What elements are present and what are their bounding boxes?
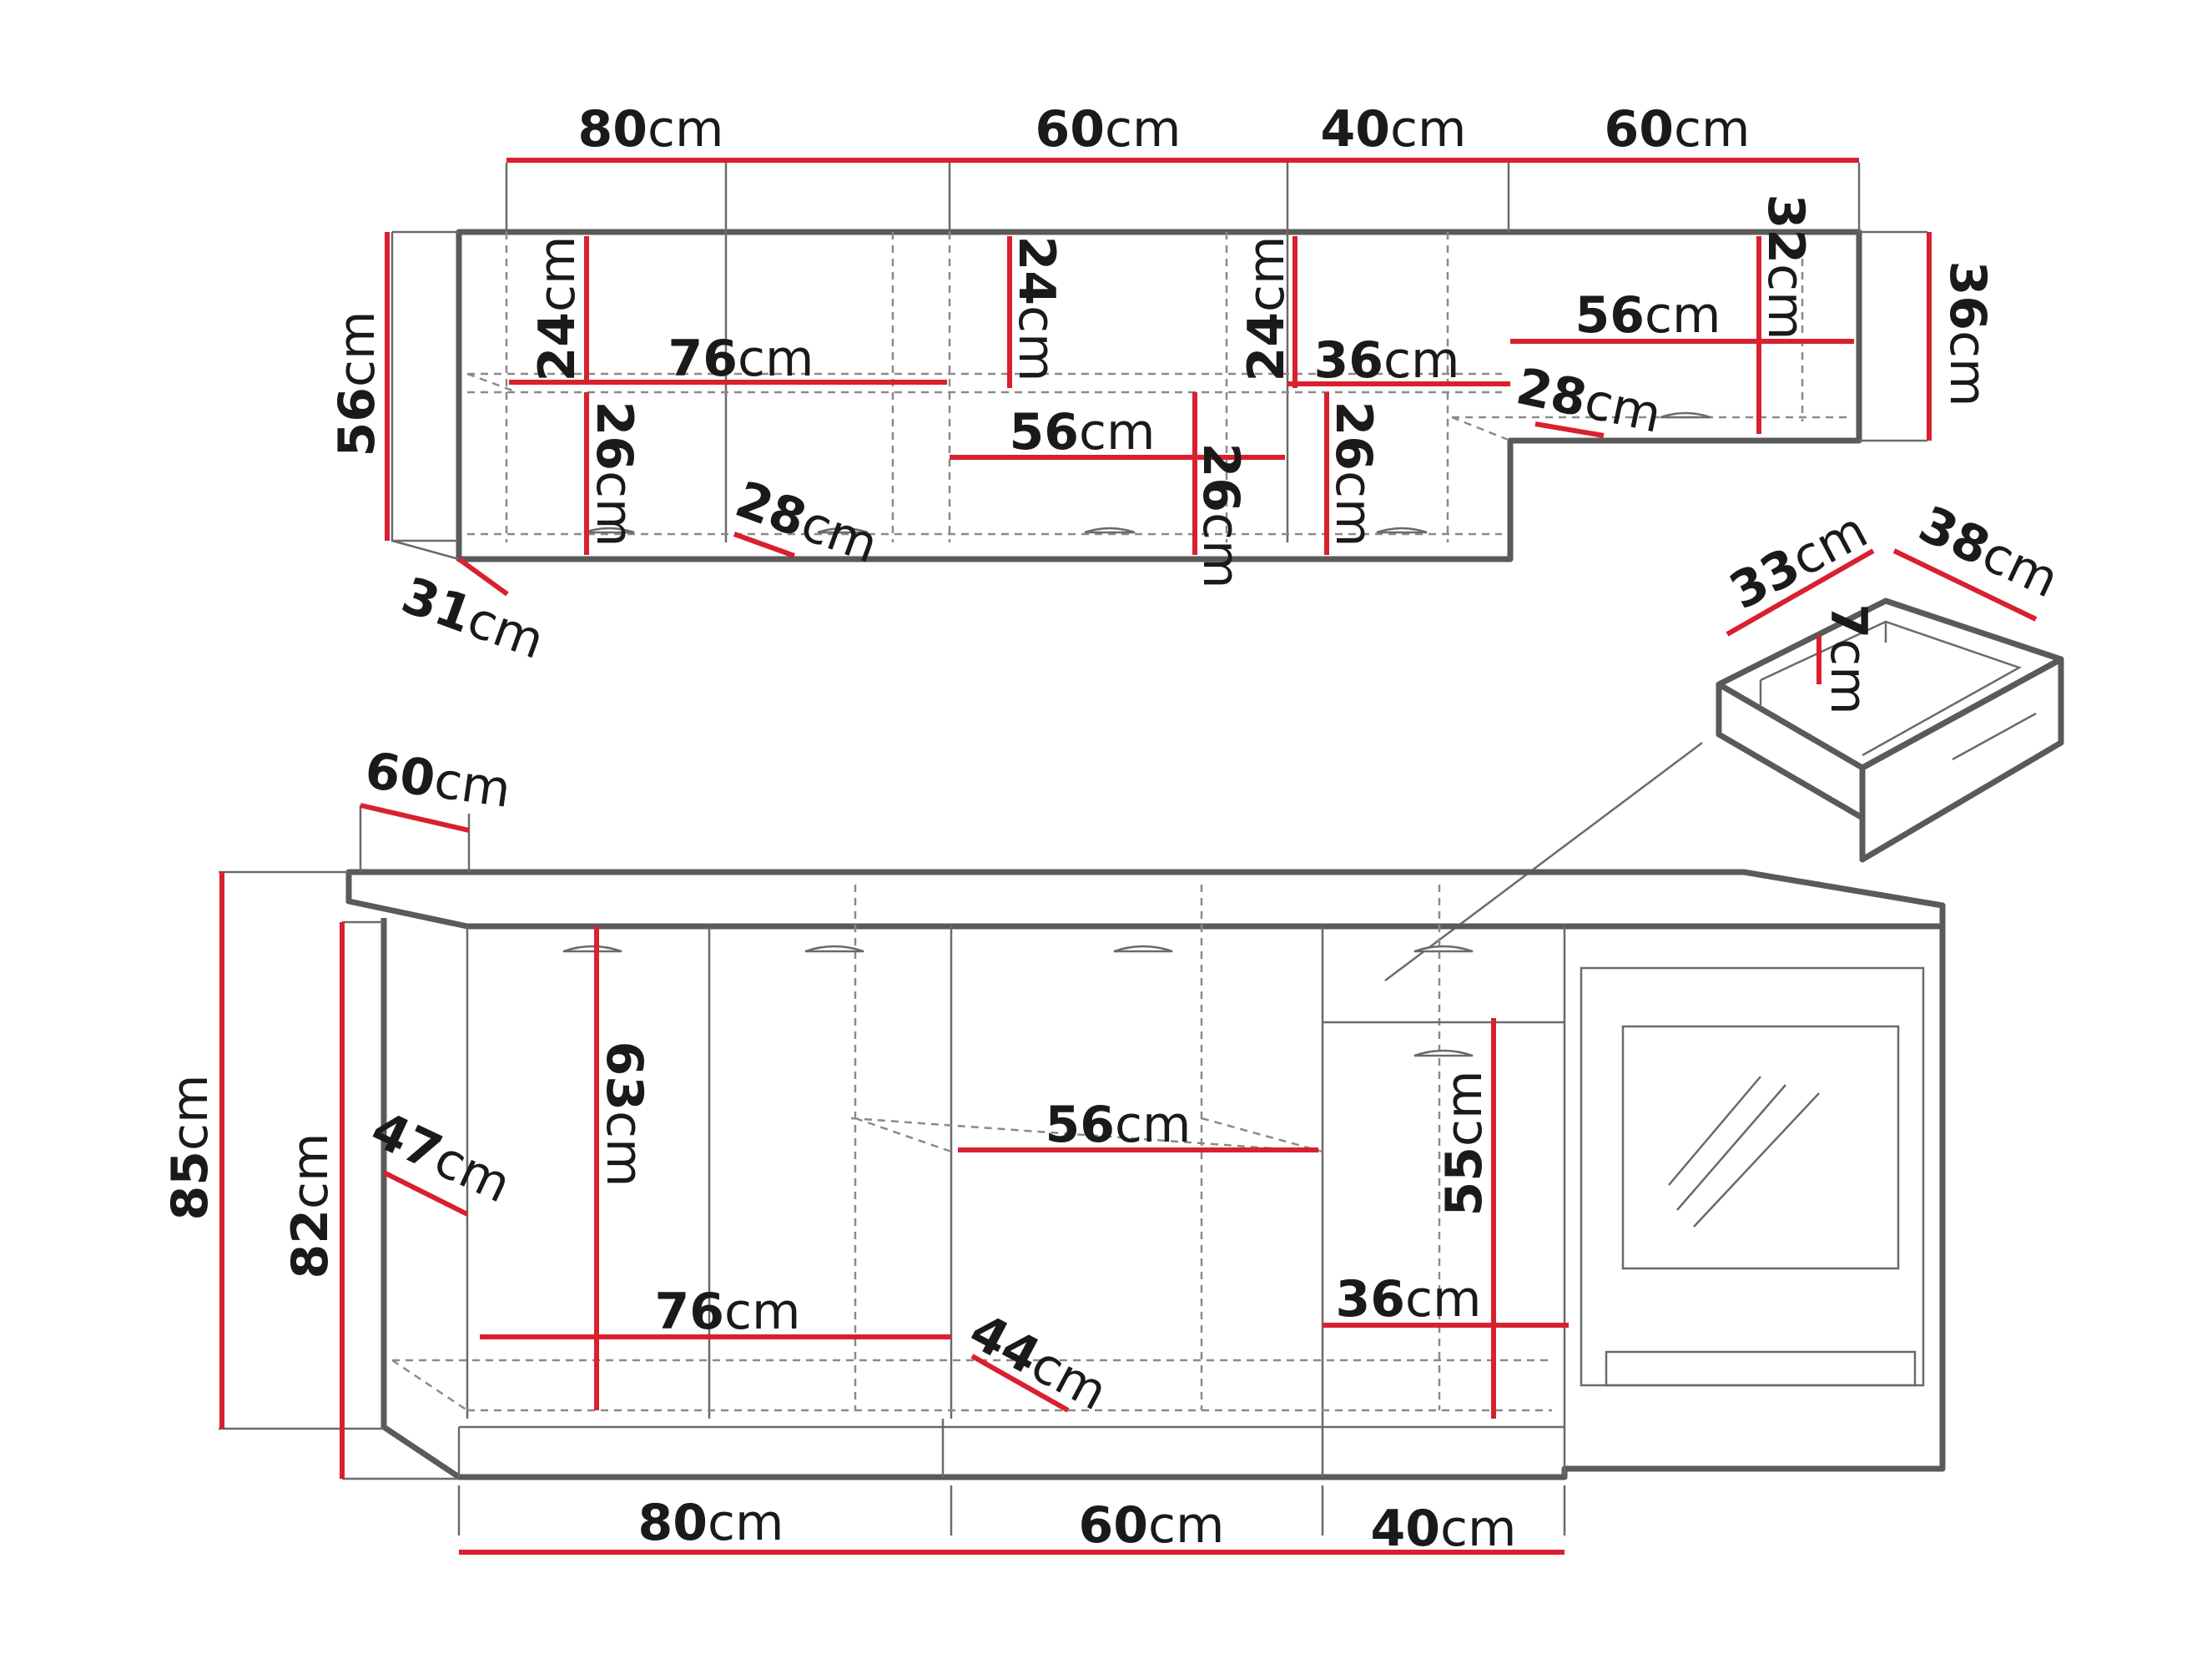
label-h55: 55cm [1435, 1071, 1494, 1217]
label-w80-bottom: 80cm [638, 1494, 784, 1552]
base-handle-2 [804, 945, 864, 953]
label-w60-top-b: 60cm [1605, 100, 1751, 159]
label-w36-bottom: 36cm [1336, 1270, 1482, 1329]
label-w40-top: 40cm [1321, 100, 1467, 159]
label-w36-top: 36cm [1314, 331, 1460, 390]
label-h24-b: 24cm [1007, 236, 1066, 382]
upper-cabinets [385, 158, 1932, 597]
label-h32: 32cm [1756, 194, 1815, 340]
drawer-front-groove [1952, 712, 2037, 761]
base-door-lines [466, 926, 1566, 1419]
label-h36-right: 36cm [1938, 261, 1997, 407]
label-w56-top-a: 56cm [1010, 403, 1156, 461]
label-drawer-d38: 38cm [1910, 495, 2067, 609]
label-w80-top: 80cm [578, 100, 724, 159]
upper-dimension-ticks [505, 163, 1861, 232]
label-w56-bottom: 56cm [1046, 1096, 1192, 1154]
drawer-leader-line [1384, 742, 1703, 981]
label-d31: 31cm [395, 566, 552, 671]
label-h85: 85cm [161, 1075, 219, 1221]
label-w60-top-a: 60cm [1035, 100, 1182, 159]
label-h26-b: 26cm [1192, 443, 1250, 589]
dimension-labels: 80cm 60cm 40cm 60cm 56cm 31cm 36cm 24cm … [161, 100, 2068, 1558]
label-h82: 82cm [281, 1133, 340, 1279]
label-d60-counter: 60cm [361, 741, 514, 819]
oven-glass-reflection [1668, 1076, 1820, 1228]
base-red-dimensions [219, 803, 1569, 1555]
upper-handle-5 [1660, 411, 1711, 419]
base-cabinets [219, 803, 1946, 1555]
countertop [345, 869, 1946, 930]
drawer-detail [1384, 548, 2064, 981]
upper-red-dimensions [385, 158, 1932, 597]
base-handle-4 [1413, 945, 1474, 953]
drawer-front [1859, 656, 2064, 863]
label-h63: 63cm [595, 1041, 653, 1188]
upper-side-panel [391, 230, 460, 561]
counter-depth-guides [219, 805, 1566, 1535]
oven-window [1621, 1025, 1900, 1270]
base-hidden-lines [391, 885, 1552, 1412]
label-h26-a: 26cm [585, 401, 643, 547]
base-handle-5 [1413, 1049, 1474, 1057]
oven-frame [1580, 966, 1925, 1387]
base-handle-1 [562, 945, 622, 953]
upper-door-lines [724, 232, 1289, 542]
oven-drawer [1605, 1350, 1917, 1387]
label-w60-bottom: 60cm [1079, 1496, 1225, 1555]
upper-handle-1 [583, 527, 635, 534]
base-cabinet-outline [380, 918, 1946, 1480]
label-h24-c: 24cm [1237, 236, 1296, 382]
label-w76-bottom: 76cm [655, 1283, 801, 1341]
label-w40-bottom: 40cm [1371, 1500, 1517, 1558]
plinth [457, 1419, 1566, 1477]
label-d44: 44cm [960, 1302, 1116, 1422]
label-w56-top-b: 56cm [1575, 286, 1721, 345]
label-w76-top: 76cm [668, 330, 814, 388]
upper-handle-2 [817, 527, 869, 534]
base-handle-3 [1113, 945, 1173, 953]
upper-handle-4 [1376, 527, 1428, 534]
label-h24-a: 24cm [528, 236, 587, 382]
upper-hidden-lines [466, 232, 1848, 542]
label-h56-left: 56cm [328, 311, 386, 457]
drawer-inner [1759, 620, 2023, 757]
label-h26-c: 26cm [1324, 401, 1383, 547]
label-drawer-h7: 7cm [1819, 603, 1877, 714]
upper-handle-3 [1084, 527, 1136, 534]
upper-right-side [1859, 230, 1927, 442]
drawer-body [1716, 598, 2064, 821]
label-d28-b: 28cm [1511, 357, 1666, 445]
